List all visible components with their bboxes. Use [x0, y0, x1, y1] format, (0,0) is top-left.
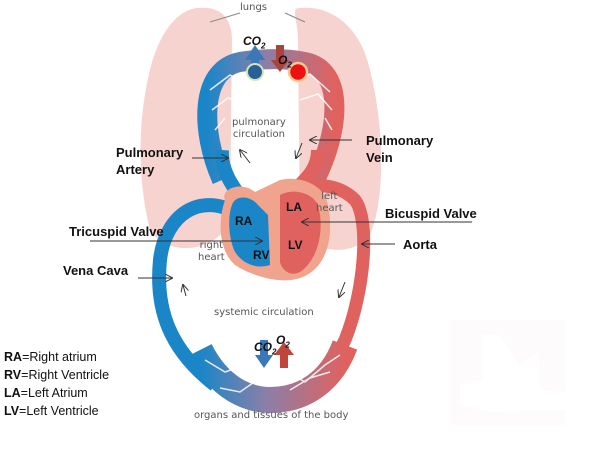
legend-item-ra: RA=Right atrium [4, 350, 97, 364]
body-co2-label: CO2 [254, 340, 277, 357]
chamber-rv: RV [253, 248, 270, 262]
chamber-lv: LV [288, 238, 303, 252]
callout-pulmonary-vein: Pulmonary Vein [366, 133, 434, 165]
legend-item-lv: LV=Left Ventricle [4, 404, 99, 418]
body-o2-label: O2 [276, 333, 290, 350]
lungs-label: lungs [240, 2, 268, 13]
callout-vena-cava: Vena Cava [63, 263, 129, 278]
left-heart-label: left heart [316, 191, 343, 214]
left-lung [140, 7, 232, 249]
systemic-capillary-bed [188, 339, 358, 414]
callout-pulmonary-artery: Pulmonary Artery [116, 145, 184, 177]
lungs-pointer-right [284, 12, 306, 23]
callout-aorta: Aorta [403, 237, 437, 252]
o2-out-arrow-body [274, 342, 294, 368]
flow-arrow-systemic-down [339, 281, 346, 297]
vena-cava-vessel [152, 198, 244, 391]
pulmonary-capillary-mesh [209, 71, 333, 131]
flow-arrow-vena-cava-up [183, 285, 186, 297]
septum [273, 194, 278, 271]
organs-label: organs and tissues of the body [194, 410, 349, 421]
o2-marker-lungs [287, 61, 309, 83]
co2-in-arrow-body [255, 340, 273, 368]
pulmonary-circulation-label: pulmonary circulation [232, 117, 286, 140]
right-heart-label: right heart [198, 240, 225, 263]
systemic-capillary-mesh [204, 354, 341, 393]
o2-in-arrow-lungs [271, 45, 289, 72]
flow-arrow-pulmonary-up [240, 150, 251, 164]
lung-o2-label: O2 [278, 53, 292, 70]
flow-arrow-pulmonary-down [296, 142, 303, 158]
legend-item-rv: RV=Right Ventricle [4, 368, 110, 382]
callout-bicuspid-valve: Bicuspid Valve [385, 206, 477, 221]
co2-out-arrow-lungs [245, 45, 265, 75]
left-heart-chambers [280, 191, 321, 274]
systemic-circulation-label: systemic circulation [214, 307, 314, 318]
pulmonary-capillary-bed [197, 49, 345, 185]
lungs-pointer-left [209, 12, 241, 23]
chamber-la: LA [286, 200, 302, 214]
chamber-ra: RA [235, 214, 253, 228]
abbreviation-legend: RA=Right atrium RV=Right Ventricle LA=Le… [4, 348, 109, 420]
lung-co2-label: CO2 [243, 34, 266, 51]
right-heart-chambers [229, 197, 270, 267]
callout-tricuspid-valve: Tricuspid Valve [69, 224, 164, 239]
legend-item-la: LA=Left Atrium [4, 386, 88, 400]
co2-bubble-lungs [246, 63, 264, 81]
watermark-shape [460, 335, 565, 412]
